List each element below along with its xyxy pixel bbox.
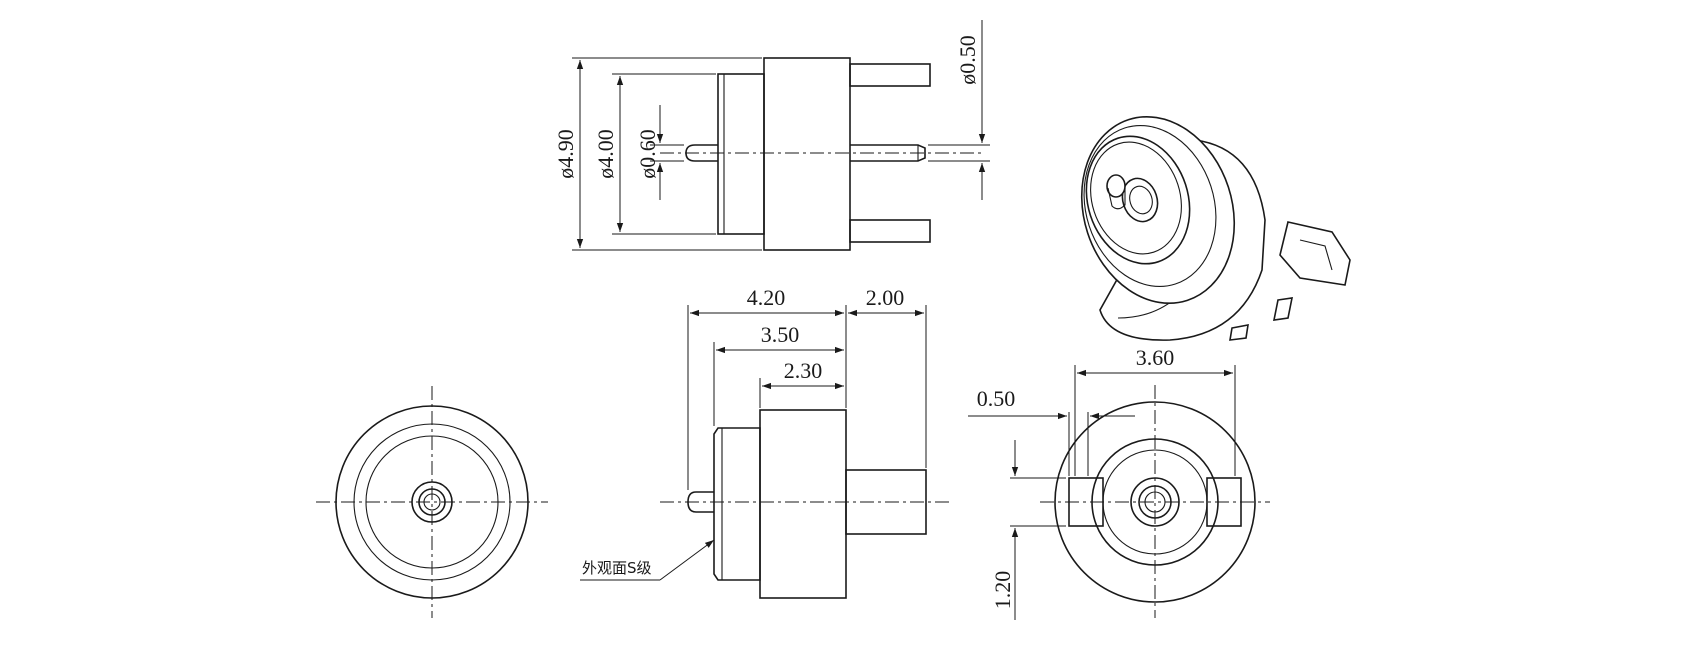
surface-grade-note: 外观面S级 [582,559,652,577]
dim-side-mid: 3.50 [761,322,800,347]
top-view-lower-lead [849,219,931,243]
iso-face [1085,135,1191,265]
isometric-view [1080,116,1351,341]
top-view-center-lead [850,144,926,162]
dim-back-width: 3.60 [1136,345,1175,370]
top-view: ø4.90 ø4.00 ø0.60 ø0.50 [553,20,990,251]
dim-side-overall: 4.20 [747,285,786,310]
dim-top-dia-lead: ø0.50 [955,35,980,85]
top-view-body [763,57,851,251]
back-view: 3.60 0.50 1.20 [968,345,1270,620]
dim-side-tail: 2.00 [866,285,905,310]
top-view-flange [717,73,765,235]
side-view-flange [713,427,761,581]
side-view: 4.20 2.00 3.50 2.30 外观面S级 [580,285,950,599]
top-view-upper-lead [849,63,931,87]
side-view-body [759,409,847,599]
front-view [316,386,548,618]
iso-lead-block [1279,221,1351,286]
dim-back-offset: 1.20 [990,571,1015,610]
dim-back-slot: 0.50 [977,386,1016,411]
dim-top-dia-pin: ø0.60 [635,129,660,179]
iso-pin [1106,174,1126,198]
dim-top-dia-inner: ø4.00 [593,129,618,179]
dim-top-dia-outer: ø4.90 [553,129,578,179]
back-view-outer [1054,401,1256,603]
dim-side-body: 2.30 [784,358,823,383]
